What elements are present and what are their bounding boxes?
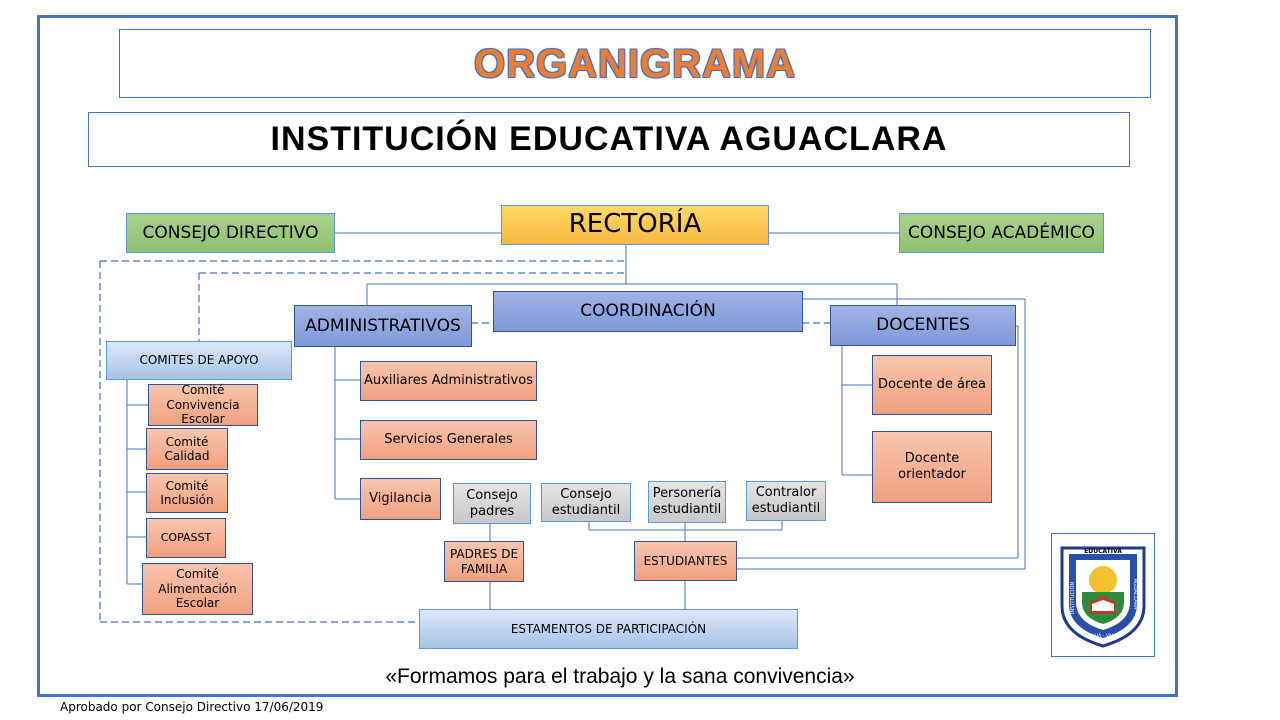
- node-personeria: Personería estudiantil: [648, 481, 726, 523]
- node-rectoria: RECTORÍA: [501, 205, 769, 245]
- node-coordinacion: COORDINACIÓN: [493, 291, 803, 332]
- node-comite-inclusion: Comité Inclusión: [146, 473, 228, 513]
- logo-text-bottom: TULUÁ - VALLE: [1086, 632, 1120, 639]
- node-administrativos: ADMINISTRATIVOS: [294, 305, 472, 347]
- page-title: ORGANIGRAMA: [473, 41, 797, 86]
- node-consejo-estudiantil: Consejo estudiantil: [541, 483, 631, 522]
- node-docente-orientador: Docente orientador: [872, 431, 992, 503]
- node-vigilancia: Vigilancia: [360, 478, 441, 520]
- logo-text-top: EDUCATIVA: [1084, 548, 1122, 555]
- node-docente-area: Docente de área: [872, 355, 992, 415]
- approval-footer: Aprobado por Consejo Directivo 17/06/201…: [60, 700, 324, 714]
- node-comite-alimentacion: Comité Alimentación Escolar: [142, 563, 253, 615]
- node-comite-convivencia: Comité Convivencia Escolar: [148, 383, 258, 426]
- title-box: ORGANIGRAMA: [119, 29, 1151, 98]
- node-servicios: Servicios Generales: [360, 420, 537, 460]
- node-estamentos: ESTAMENTOS DE PARTICIPACIÓN: [419, 609, 798, 649]
- node-contralor: Contralor estudiantil: [746, 481, 826, 521]
- logo-text-left: INSTITUCIÓN: [1069, 582, 1076, 615]
- logo-frame: EDUCATIVA INSTITUCIÓN AGUACLARA TULUÁ - …: [1051, 533, 1155, 657]
- node-consejo-padres: Consejo padres: [453, 483, 531, 524]
- node-auxiliares: Auxiliares Administrativos: [360, 361, 537, 401]
- school-shield-logo: EDUCATIVA INSTITUCIÓN AGUACLARA TULUÁ - …: [1060, 546, 1146, 648]
- logo-text-right: AGUACLARA: [1132, 579, 1138, 610]
- node-estudiantes: ESTUDIANTES: [634, 541, 737, 581]
- node-copasst: COPASST: [146, 518, 226, 558]
- node-docentes: DOCENTES: [830, 305, 1016, 346]
- node-consejo-directivo: CONSEJO DIRECTIVO: [126, 213, 335, 253]
- subtitle-box: INSTITUCIÓN EDUCATIVA AGUACLARA: [88, 112, 1130, 167]
- institution-name: INSTITUCIÓN EDUCATIVA AGUACLARA: [270, 120, 948, 159]
- motto: «Formamos para el trabajo y la sana conv…: [385, 665, 855, 688]
- node-comite-calidad: Comité Calidad: [146, 428, 228, 470]
- outer-frame: [37, 15, 1178, 697]
- node-consejo-academico: CONSEJO ACADÉMICO: [899, 213, 1104, 253]
- node-padres-familia: PADRES DE FAMILIA: [444, 541, 524, 582]
- node-comites-apoyo: COMITES DE APOYO: [106, 341, 292, 380]
